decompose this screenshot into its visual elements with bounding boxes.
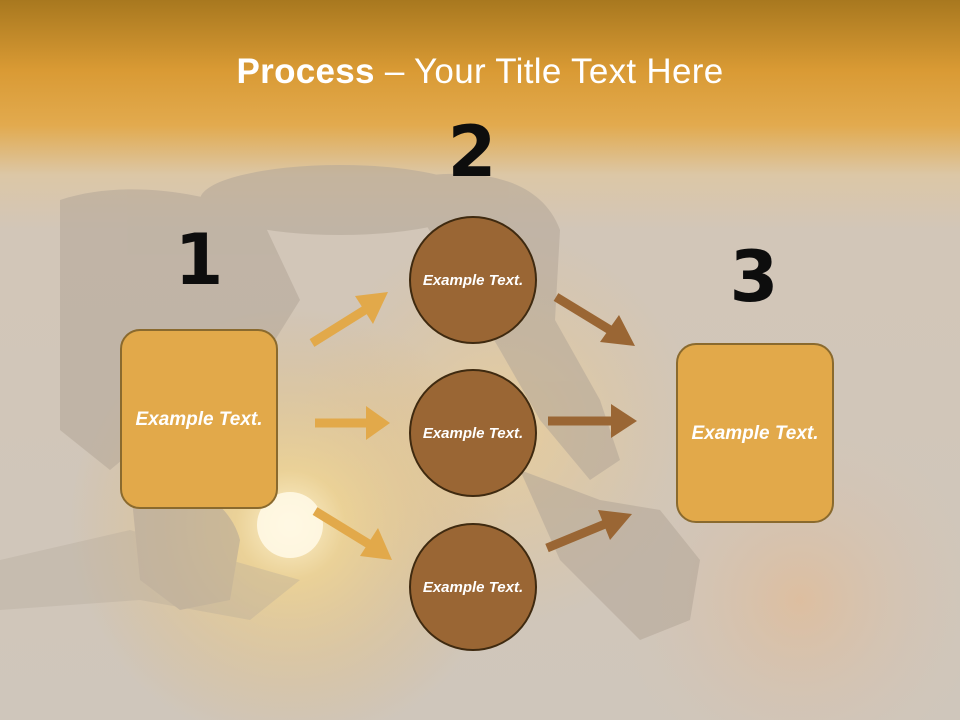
step-2-number: 2 xyxy=(447,111,497,193)
step-2-circle-top-label: Example Text. xyxy=(422,271,524,289)
step-1-number: 1 xyxy=(174,219,224,301)
arrow-circle-top-to-box3 xyxy=(553,293,635,346)
step-3-number: 3 xyxy=(729,236,779,318)
arrow-box1-to-circle-top xyxy=(309,292,388,347)
slide-title-bold: Process xyxy=(236,52,375,91)
step-2-circle-middle-label: Example Text. xyxy=(422,424,524,442)
step-1-box: Example Text. xyxy=(120,329,278,509)
step-2-circle-middle: Example Text. xyxy=(409,369,537,497)
arrow-box1-to-circle-middle xyxy=(315,406,390,440)
slide-title-rest: – Your Title Text Here xyxy=(374,52,724,91)
step-2-circle-top: Example Text. xyxy=(409,216,537,344)
step-2-circle-bottom-label: Example Text. xyxy=(422,578,524,596)
arrow-circle-bottom-to-box3 xyxy=(545,510,632,553)
slide-title: Process – Your Title Text Here xyxy=(0,52,960,92)
step-3-box: Example Text. xyxy=(676,343,834,523)
step-1-box-label: Example Text. xyxy=(135,408,263,430)
step-2-circle-bottom: Example Text. xyxy=(409,523,537,651)
arrow-circle-middle-to-box3 xyxy=(548,404,637,438)
arrow-box1-to-circle-bottom xyxy=(312,507,392,560)
step-3-box-label: Example Text. xyxy=(691,422,819,444)
